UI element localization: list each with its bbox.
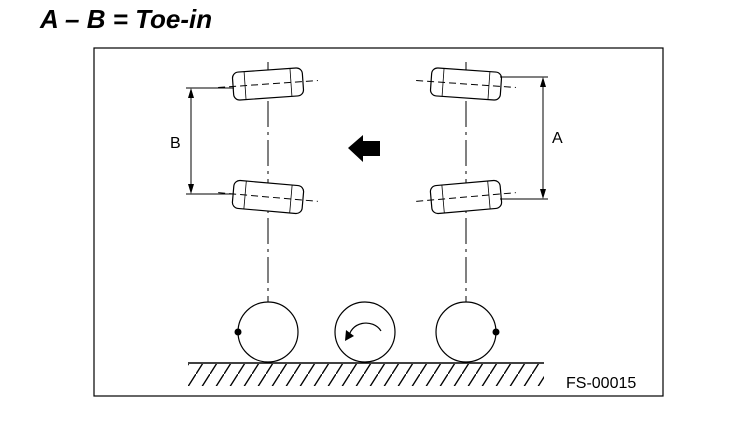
- dimension-b: [186, 87, 234, 195]
- right-wheel-side-view: [435, 301, 500, 363]
- left-front-tire: [218, 67, 318, 101]
- label-a: A: [552, 130, 563, 147]
- center-wheel-side-view: [334, 301, 396, 363]
- figure-code: FS-00015: [566, 375, 636, 392]
- rotation-arrow-icon: [345, 322, 382, 341]
- left-wheel-side-view: [234, 301, 299, 363]
- ground-hatching: [188, 362, 544, 386]
- diagram-frame: [93, 47, 664, 397]
- label-b: B: [170, 135, 181, 152]
- right-rear-tire: [416, 179, 516, 215]
- arrow-left-icon: [348, 135, 380, 162]
- left-rear-tire: [218, 179, 318, 215]
- right-front-tire: [416, 67, 516, 101]
- page-title: A – B = Toe-in: [40, 4, 213, 34]
- dimension-a: [500, 76, 548, 200]
